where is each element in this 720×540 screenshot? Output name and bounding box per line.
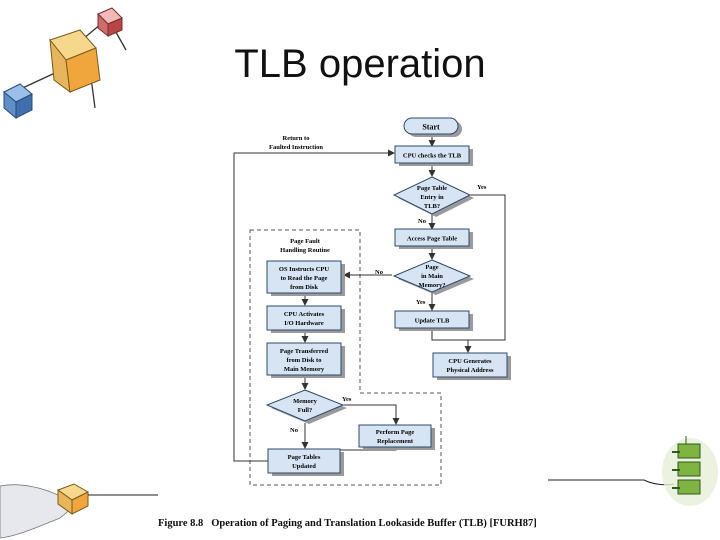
page-transferred-label-1: Page Transferred xyxy=(280,348,329,355)
perform-replacement-label-2: Replacement xyxy=(377,438,414,445)
page-transferred-label-3: Main Memory xyxy=(284,366,325,373)
os-instructs-label-1: OS Instructs CPU xyxy=(279,266,330,273)
yes-label-2: Yes xyxy=(416,299,426,306)
page-main-label-2: in Main xyxy=(421,273,443,280)
pte-in-tlb-decision: Page Table Entry in TLB? xyxy=(392,176,474,217)
access-page-table-label: Access Page Table xyxy=(407,236,457,243)
os-instructs-box: OS Instructs CPU to Read the Page from D… xyxy=(266,260,345,296)
access-page-table-box: Access Page Table xyxy=(394,228,473,249)
figure-caption: Figure 8.8 Operation of Paging and Trans… xyxy=(158,518,537,529)
page-tables-updated-box: Page Tables Updated xyxy=(267,448,344,476)
start-label: Start xyxy=(422,123,440,132)
no-label-3: No xyxy=(290,427,298,434)
start-node: Start xyxy=(403,117,462,137)
no-label-1: No xyxy=(418,218,426,225)
cpu-checks-label: CPU checks the TLB xyxy=(403,153,462,160)
page-main-label-3: Memory? xyxy=(418,282,445,289)
no-label-2: No xyxy=(375,269,383,276)
page-tables-label-1: Page Tables xyxy=(288,454,321,461)
yes-label-1: Yes xyxy=(477,184,487,191)
page-main-label-1: Page xyxy=(425,264,438,271)
fault-routine-label-1: Page Fault xyxy=(290,238,321,245)
memory-full-decision: Memory Full? xyxy=(265,389,347,424)
stacked-blocks-icon xyxy=(548,436,718,506)
update-tlb-label: Update TLB xyxy=(415,318,450,325)
cpu-generates-label-1: CPU Generates xyxy=(448,358,492,365)
yes-label-3: Yes xyxy=(342,396,352,403)
page-tables-label-2: Updated xyxy=(292,463,316,470)
fault-routine-region xyxy=(249,229,442,486)
cube-cluster-icon xyxy=(3,7,127,120)
page-transferred-box: Page Transferred from Disk to Main Memor… xyxy=(266,342,345,378)
perform-replacement-box: Perform Page Replacement xyxy=(358,424,435,450)
pte-label-3: TLB? xyxy=(424,203,440,210)
perform-replacement-label-1: Perform Page xyxy=(376,429,415,436)
cpu-generates-label-2: Physical Address xyxy=(446,367,493,374)
memory-full-label-1: Memory xyxy=(293,398,318,405)
page-transferred-label-2: from Disk to xyxy=(287,357,322,364)
slide-title: TLB operation xyxy=(234,42,486,86)
page-in-main-decision: Page in Main Memory? xyxy=(392,259,474,295)
cpu-checks-tlb-box: CPU checks the TLB xyxy=(394,145,473,166)
cpu-activates-label-2: I/O Hardware xyxy=(284,320,324,327)
memory-full-label-2: Full? xyxy=(298,407,312,414)
pte-label-2: Entry in xyxy=(420,194,444,201)
return-label-line1: Return to xyxy=(283,135,310,142)
cpu-activates-label-1: CPU Activates xyxy=(284,311,325,318)
fault-routine-label-2: Handling Routine xyxy=(280,247,330,254)
cpu-generates-box: CPU Generates Physical Address xyxy=(432,352,511,380)
update-tlb-box: Update TLB xyxy=(394,310,473,331)
cpu-activates-box: CPU Activates I/O Hardware xyxy=(266,305,345,333)
figure-caption-text: Operation of Paging and Translation Look… xyxy=(211,518,537,529)
os-instructs-label-2: to Read the Page xyxy=(281,275,328,282)
pte-label-1: Page Table xyxy=(417,185,447,192)
hand-with-cube-icon xyxy=(0,483,158,539)
figure-number: Figure 8.8 xyxy=(158,518,204,529)
return-label-line2: Faulted Instruction xyxy=(269,144,323,151)
os-instructs-label-3: from Disk xyxy=(290,284,318,291)
